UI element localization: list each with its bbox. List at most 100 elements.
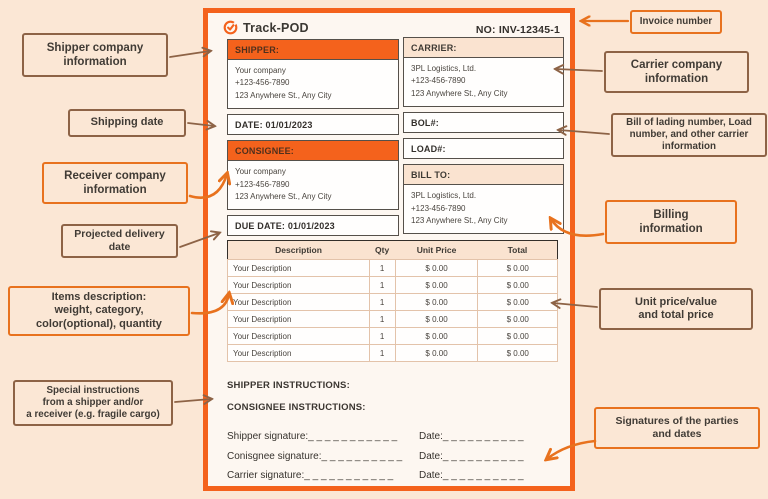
callout-signatures-and-dates: Signatures of the parties and dates xyxy=(594,407,760,449)
callout-invoice-number: Invoice number xyxy=(630,10,722,34)
signature-line: _ _ _ _ _ _ _ _ _ _ _ xyxy=(304,470,394,481)
table-row: Your Description 1 $ 0.00 $ 0.00 xyxy=(227,327,558,345)
cell-qty: 1 xyxy=(368,259,396,277)
invoice-number-value: NO: INV-12345-1 xyxy=(475,24,560,36)
col-header-unit-price: Unit Price xyxy=(395,240,478,260)
callout-shipping-date: Shipping date xyxy=(68,109,186,137)
cell-description: Your Description xyxy=(227,344,370,362)
cell-total: $ 0.00 xyxy=(477,344,558,362)
date-label: Date: xyxy=(419,470,443,481)
cell-description: Your Description xyxy=(227,310,370,328)
consignee-phone: +123-456-7890 xyxy=(235,179,290,189)
invoice-left-column: SHIPPER: Your company +123-456-7890 123 … xyxy=(227,39,399,241)
callout-bol-load-number: Bill of lading number, Load number, and … xyxy=(611,113,767,157)
shipper-section-title: SHIPPER: xyxy=(228,40,398,60)
date-label: Date: xyxy=(419,431,443,442)
date-line: _ _ _ _ _ _ _ _ _ _ xyxy=(442,470,524,481)
bill-to-address: 3PL Logistics, Ltd. +123-456-7890 123 An… xyxy=(404,185,563,233)
carrier-signature-label: Carrier signature: xyxy=(227,470,305,481)
invoice-sheet: Track-POD NO: INV-12345-1 SHIPPER: Your … xyxy=(203,8,575,491)
table-row: Your Description 1 $ 0.00 $ 0.00 xyxy=(227,276,558,294)
bill-to-company: 3PL Logistics, Ltd. xyxy=(411,191,477,201)
table-row: Your Description 1 $ 0.00 $ 0.00 xyxy=(227,259,558,277)
cell-total: $ 0.00 xyxy=(477,327,558,345)
bol-number-field: BOL#: xyxy=(403,112,564,134)
consignee-section-title: CONSIGNEE: xyxy=(228,141,398,162)
col-header-total: Total xyxy=(477,240,558,260)
carrier-section: CARRIER: 3PL Logistics, Ltd. +123-456-78… xyxy=(403,37,564,108)
col-header-description: Description xyxy=(227,240,370,260)
cell-total: $ 0.00 xyxy=(477,310,558,328)
load-number-field: LOAD#: xyxy=(403,138,564,160)
carrier-phone: +123-456-7890 xyxy=(411,76,466,86)
brand-logo: Track-POD xyxy=(223,20,309,35)
callout-projected-delivery-date: Projected delivery date xyxy=(61,224,178,258)
callout-items-description: Items description: weight, category, col… xyxy=(8,286,190,336)
cell-description: Your Description xyxy=(227,276,370,294)
cell-total: $ 0.00 xyxy=(477,259,558,277)
date-line: _ _ _ _ _ _ _ _ _ _ xyxy=(442,451,524,462)
table-row: Your Description 1 $ 0.00 $ 0.00 xyxy=(227,344,558,362)
callout-special-instructions: Special instructions from a shipper and/… xyxy=(13,380,173,426)
items-table: Description Qty Unit Price Total Your De… xyxy=(227,240,558,362)
bill-to-phone: +123-456-7890 xyxy=(411,203,466,213)
carrier-address: 3PL Logistics, Ltd. +123-456-7890 123 An… xyxy=(404,58,563,106)
cell-qty: 1 xyxy=(368,327,396,345)
cell-qty: 1 xyxy=(368,344,396,362)
carrier-street: 123 Anywhere St., Any City xyxy=(411,88,508,98)
consignee-signature-row: Conisgnee signature:_ _ _ _ _ _ _ _ _ _ … xyxy=(227,451,562,462)
cell-qty: 1 xyxy=(368,310,396,328)
consignee-signature-label: Conisgnee signature: xyxy=(227,451,322,462)
brand-name: Track-POD xyxy=(243,20,309,35)
table-row: Your Description 1 $ 0.00 $ 0.00 xyxy=(227,293,558,311)
carrier-section-title: CARRIER: xyxy=(404,38,563,58)
signature-line: _ _ _ _ _ _ _ _ _ _ _ xyxy=(308,431,398,442)
cell-total: $ 0.00 xyxy=(477,293,558,311)
shipper-signature-row: Shipper signature: _ _ _ _ _ _ _ _ _ _ _ … xyxy=(227,431,562,442)
cell-description: Your Description xyxy=(227,327,370,345)
table-row: Your Description 1 $ 0.00 $ 0.00 xyxy=(227,310,558,328)
consignee-section: CONSIGNEE: Your company +123-456-7890 12… xyxy=(227,140,399,211)
cell-unit-price: $ 0.00 xyxy=(394,293,479,311)
due-date-field: DUE DATE: 01/01/2023 xyxy=(227,215,399,237)
callout-shipper-company-information: Shipper company information xyxy=(22,33,168,77)
callout-receiver-company-information: Receiver company information xyxy=(42,162,188,204)
cell-total: $ 0.00 xyxy=(477,276,558,294)
signature-line: _ _ _ _ _ _ _ _ _ _ xyxy=(321,451,403,462)
cell-description: Your Description xyxy=(227,259,370,277)
trackpod-check-shield-icon xyxy=(223,20,238,35)
bill-to-street: 123 Anywhere St., Any City xyxy=(411,215,508,225)
bill-to-section-title: BILL TO: xyxy=(404,165,563,186)
consignee-address: Your company +123-456-7890 123 Anywhere … xyxy=(228,161,398,209)
shipper-signature-label: Shipper signature: xyxy=(227,431,309,442)
cell-qty: 1 xyxy=(368,293,396,311)
callout-billing-information: Billing information xyxy=(605,200,737,244)
invoice-right-column: CARRIER: 3PL Logistics, Ltd. +123-456-78… xyxy=(403,37,564,239)
date-label: Date: xyxy=(419,451,443,462)
shipper-phone: +123-456-7890 xyxy=(235,78,290,88)
shipper-address: Your company +123-456-7890 123 Anywhere … xyxy=(228,60,398,108)
shipper-company: Your company xyxy=(235,66,286,75)
shipper-section: SHIPPER: Your company +123-456-7890 123 … xyxy=(227,39,399,110)
shipping-date-field: DATE: 01/01/2023 xyxy=(227,114,399,136)
callout-carrier-company-information: Carrier company information xyxy=(604,51,749,93)
cell-unit-price: $ 0.00 xyxy=(394,276,479,294)
consignee-company: Your company xyxy=(235,167,286,177)
cell-unit-price: $ 0.00 xyxy=(394,344,479,362)
shipper-instructions-label: SHIPPER INSTRUCTIONS: xyxy=(227,380,350,391)
shipper-street: 123 Anywhere St., Any City xyxy=(235,90,332,100)
consignee-street: 123 Anywhere St., Any City xyxy=(235,191,332,201)
callout-unit-price-total: Unit price/value and total price xyxy=(599,288,753,330)
carrier-signature-row: Carrier signature: _ _ _ _ _ _ _ _ _ _ _ … xyxy=(227,470,562,481)
carrier-company: 3PL Logistics, Ltd. xyxy=(411,64,477,73)
col-header-qty: Qty xyxy=(369,240,396,260)
consignee-instructions-label: CONSIGNEE INSTRUCTIONS: xyxy=(227,402,366,413)
bill-to-section: BILL TO: 3PL Logistics, Ltd. +123-456-78… xyxy=(403,164,564,235)
cell-unit-price: $ 0.00 xyxy=(394,259,479,277)
items-table-header-row: Description Qty Unit Price Total xyxy=(227,240,558,260)
cell-description: Your Description xyxy=(227,293,370,311)
cell-qty: 1 xyxy=(368,276,396,294)
cell-unit-price: $ 0.00 xyxy=(394,327,479,345)
date-line: _ _ _ _ _ _ _ _ _ _ xyxy=(442,431,524,442)
